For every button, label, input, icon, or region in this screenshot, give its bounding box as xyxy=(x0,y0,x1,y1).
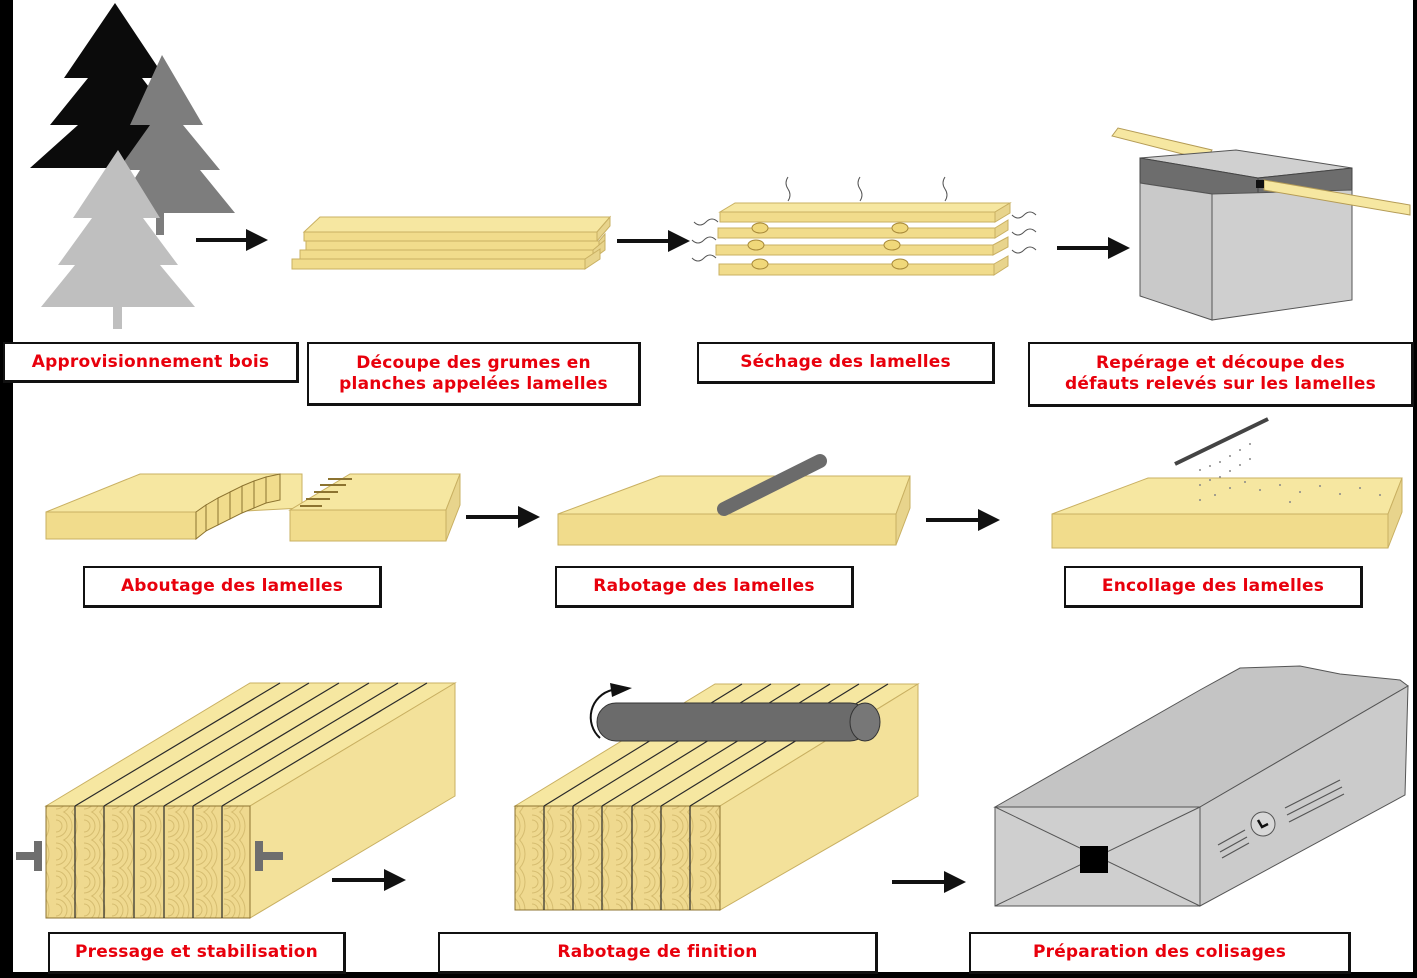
arrow-icon xyxy=(196,229,268,251)
planing-roller-icon xyxy=(557,454,911,546)
step-label-line: planches appelées lamelles xyxy=(339,373,608,394)
step-label-line: Pressage et stabilisation xyxy=(75,942,318,962)
frame-left-border xyxy=(0,0,13,978)
arrow-icon xyxy=(466,506,540,528)
roller-icon xyxy=(596,702,881,742)
package-label-lines xyxy=(1217,779,1345,859)
arrow-icon xyxy=(1057,237,1130,259)
glue-spreader-icon xyxy=(1051,417,1403,549)
step-label-line: Encollage des lamelles xyxy=(1101,576,1325,596)
wrapped-package-icon xyxy=(993,665,1409,907)
step-label-line: Approvisionnement bois xyxy=(31,351,270,372)
press-clamps xyxy=(16,841,283,871)
frame-bottom-border xyxy=(0,972,1417,978)
press-beam-icon xyxy=(16,682,457,919)
flow-arrows xyxy=(196,229,1130,893)
trees-icon xyxy=(30,3,235,329)
arrow-icon xyxy=(332,869,406,891)
tree-light xyxy=(41,150,195,329)
rotation-arrow-icon xyxy=(589,683,632,739)
step-label-line: défauts relevés sur les lamelles xyxy=(1065,374,1376,394)
step-label-line: Rabotage de finition xyxy=(557,942,758,962)
drying-stack-icon xyxy=(691,176,1037,276)
step-label-encollage: Encollage des lamelles xyxy=(1064,566,1363,608)
step-label-line: Séchage des lamelles xyxy=(740,352,951,372)
step-label-rabotage-finition: Rabotage de finition xyxy=(438,932,878,974)
stacked-boards-icon xyxy=(291,215,612,270)
frame-right-border xyxy=(1413,0,1417,978)
step-label-rabotage: Rabotage des lamelles xyxy=(555,566,854,608)
step-label-line: Préparation des colisages xyxy=(1032,942,1287,962)
step-label-reperage: Repérage et découpe des défauts relevés … xyxy=(1028,342,1414,407)
arrow-icon xyxy=(892,871,966,893)
tree-gray xyxy=(113,55,235,235)
finish-planing-icon xyxy=(513,683,920,911)
step-label-sechage: Séchage des lamelles xyxy=(697,342,995,384)
step-label-approvisionnement: Approvisionnement bois xyxy=(3,342,299,383)
arrow-icon xyxy=(926,509,1000,531)
step-label-line: Rabotage des lamelles xyxy=(593,576,815,596)
step-label-decoupe-grumes: Découpe des grumes en planches appelées … xyxy=(307,342,641,406)
step-label-colisages: Préparation des colisages xyxy=(969,932,1351,974)
finger-joint-icon xyxy=(45,473,461,542)
step-label-aboutage: Aboutage des lamelles xyxy=(83,566,382,608)
step-label-pressage: Pressage et stabilisation xyxy=(48,932,346,974)
defect-scanner-icon xyxy=(1111,127,1411,321)
arrow-icon xyxy=(617,230,690,252)
step-label-line: Aboutage des lamelles xyxy=(120,576,344,596)
step-label-line: Découpe des grumes en xyxy=(356,352,591,373)
tree-black xyxy=(30,3,200,168)
step-label-line: Repérage et découpe des xyxy=(1096,353,1345,373)
